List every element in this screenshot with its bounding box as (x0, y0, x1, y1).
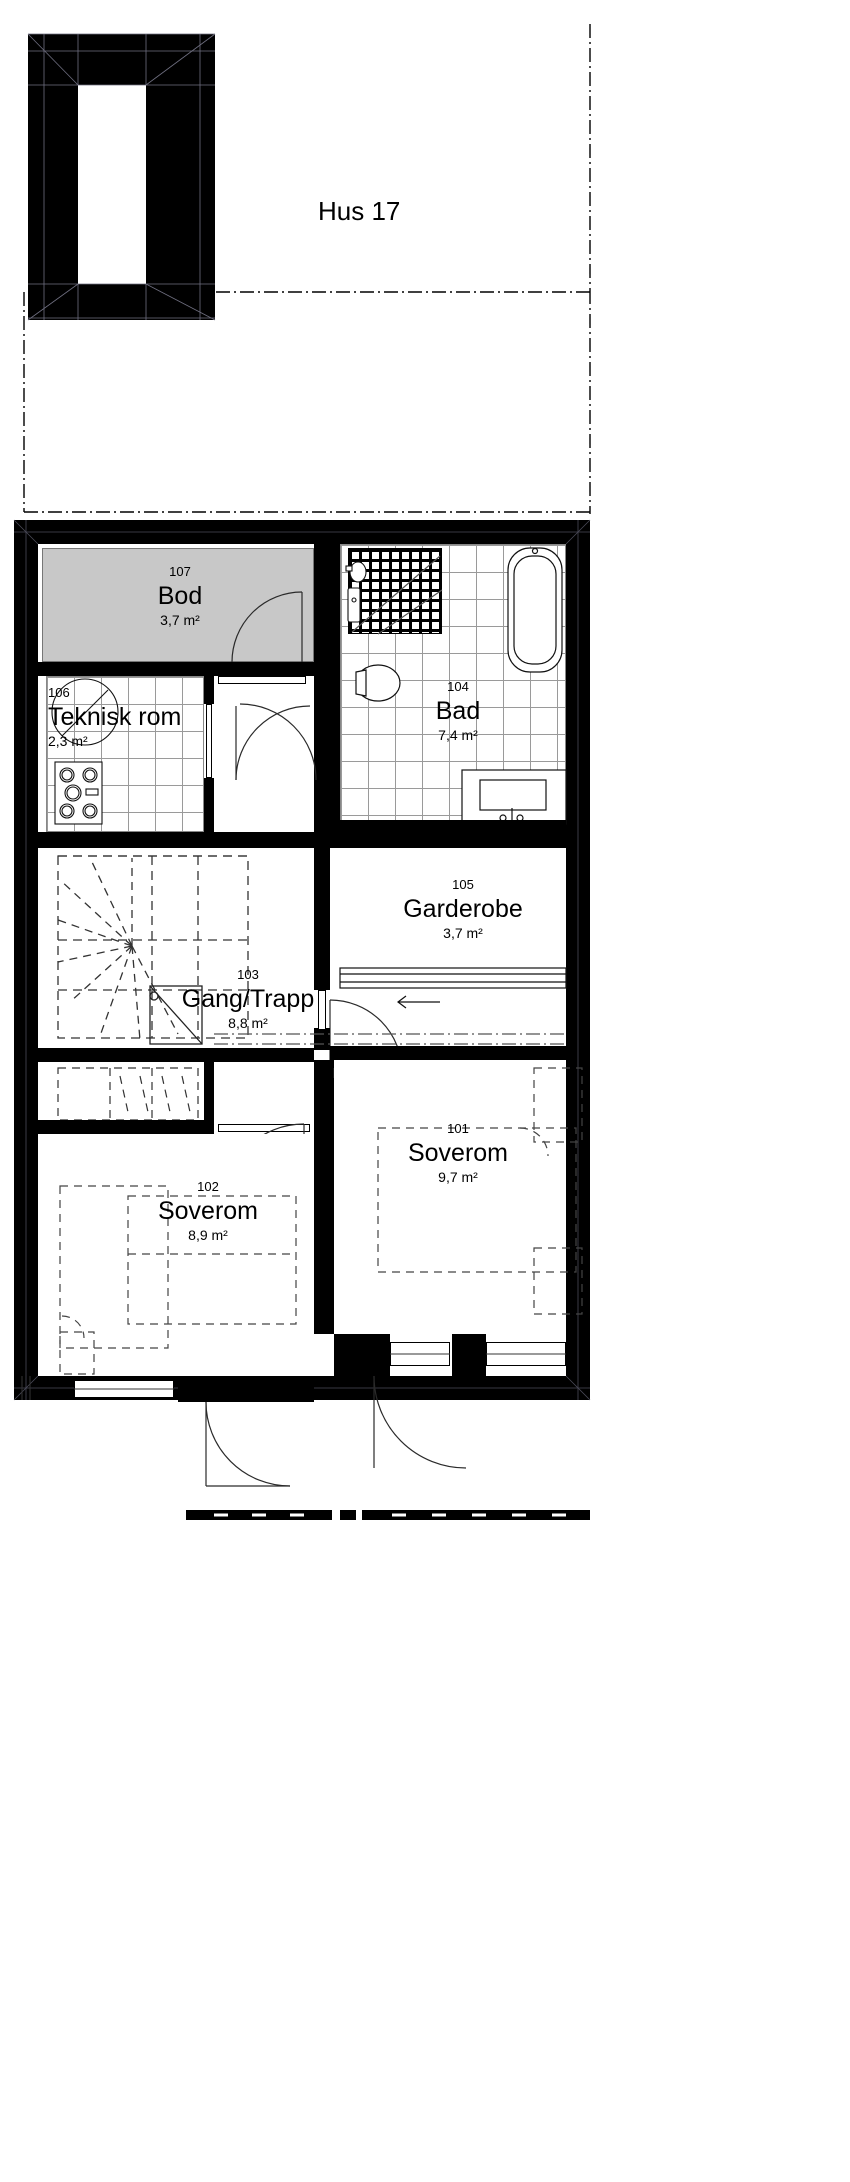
wall-vestibule-top (214, 662, 314, 676)
room-number: 106 (48, 685, 70, 700)
room-number: 105 (452, 877, 474, 892)
room-area: 7,4 m² (438, 726, 478, 743)
wall-mid-horizontal (38, 832, 314, 848)
door-leaf-teknisk (206, 704, 212, 778)
bottom-site-strip-mid (340, 1510, 356, 1520)
room-name: Bad (435, 696, 481, 725)
wall-lowerhall-bottom (38, 1120, 214, 1134)
lower-hall (38, 1062, 314, 1120)
room-number: 107 (169, 564, 191, 579)
room-name: Garderobe (403, 894, 523, 923)
room-area: 8,8 m² (228, 1014, 268, 1031)
room-name: Bod (157, 581, 203, 610)
room-area: 9,7 m² (438, 1168, 478, 1185)
room-area: 2,3 m² (48, 732, 88, 749)
room-area: 3,7 m² (443, 924, 483, 941)
room-number: 103 (237, 967, 259, 982)
wall-teknisk-right-lower (204, 778, 214, 832)
wall-between-bedrooms (314, 1078, 334, 1334)
room-label-105: 105 Garderobe 3,7 m² (388, 877, 538, 941)
wall-hall-bad (314, 662, 340, 834)
wall-bottom-right-pier (334, 1334, 390, 1376)
room-number: 104 (447, 679, 469, 694)
top-structure-void (78, 85, 146, 284)
plan-title: Hus 17 (318, 196, 401, 226)
wall-hall-garderobe-upper (314, 848, 330, 990)
room-name: Gang/Trapp (181, 984, 315, 1013)
wall-corridor-left (314, 1060, 334, 1078)
room-101-soverom (334, 1060, 566, 1334)
wall-bottom-left-pier (178, 1376, 314, 1402)
room-name: Teknisk rom (48, 702, 182, 731)
room-name: Soverom (157, 1196, 259, 1225)
room-name: Soverom (407, 1138, 509, 1167)
room-area: 3,7 m² (160, 611, 200, 628)
wall-lower-horizontal-right (330, 1046, 566, 1060)
room-area: 8,9 m² (188, 1226, 228, 1243)
door-leaf-soverom-102 (218, 1124, 310, 1132)
door-leaf-garderobe (318, 990, 326, 1030)
room-number: 102 (197, 1179, 219, 1194)
room-label-102: 102 Soverom 8,9 m² (128, 1179, 288, 1243)
room-label-107: 107 Bod 3,7 m² (100, 564, 260, 628)
room-label-104: 104 Bad 7,4 m² (398, 679, 518, 743)
wall-bottom-mid-pier (452, 1334, 486, 1376)
room-107-bod (42, 548, 314, 662)
door-leaf-bod (218, 676, 306, 684)
room-label-106: 106 Teknisk rom 2,3 m² (48, 685, 198, 749)
wall-teknisk-right (204, 676, 214, 704)
wall-mid-horizontal-right (314, 820, 566, 848)
wall-bod-bad (314, 544, 340, 662)
room-label-101: 101 Soverom 9,7 m² (378, 1121, 538, 1185)
room-105-garderobe (330, 848, 566, 1046)
wall-lowerhall-right (204, 1062, 214, 1120)
room-label-103: 103 Gang/Trapp 8,8 m² (168, 967, 328, 1031)
wall-lower-horizontal-left (38, 1048, 314, 1062)
room-number: 101 (447, 1121, 469, 1136)
